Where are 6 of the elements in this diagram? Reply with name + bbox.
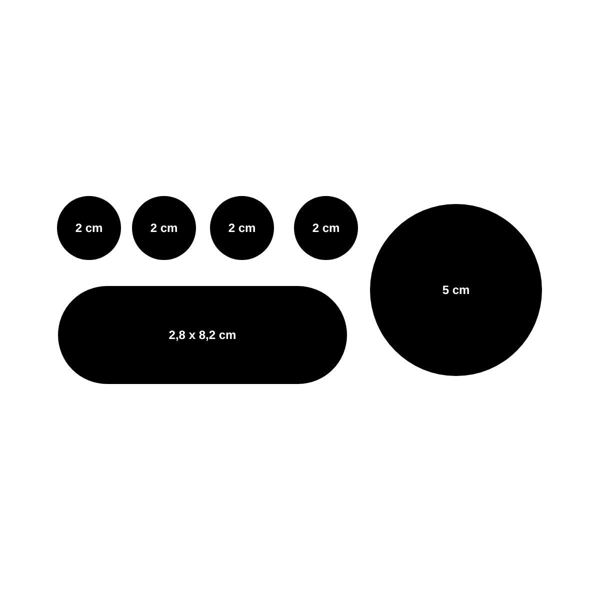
size-label: 5 cm <box>442 283 470 297</box>
size-label: 2 cm <box>312 221 340 235</box>
size-label: 2 cm <box>150 221 178 235</box>
size-label: 2,8 x 8,2 cm <box>168 328 236 342</box>
size-label: 2 cm <box>228 221 256 235</box>
size-label: 2 cm <box>75 221 103 235</box>
